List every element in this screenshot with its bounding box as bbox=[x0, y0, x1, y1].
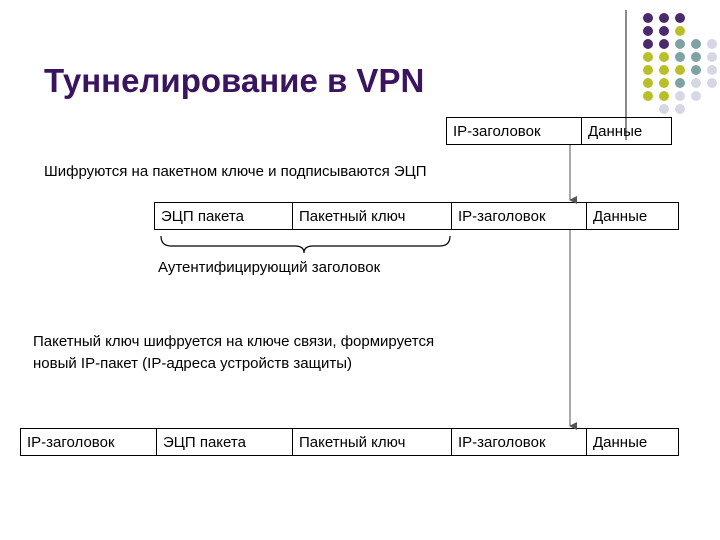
note-tunnel-line1: Пакетный ключ шифруется на ключе связи, … bbox=[33, 333, 435, 350]
brace-label: Аутентифицирующий заголовок bbox=[158, 259, 381, 276]
authentication-brace bbox=[160, 235, 451, 254]
note-tunnel-line2: новый IP-пакет (IP-адреса устройств защи… bbox=[33, 355, 352, 372]
packet-tunnel-data: Данные bbox=[586, 428, 679, 456]
packet-signed: ЭЦП пакета Пакетный ключ IP-заголовок Да… bbox=[154, 202, 679, 230]
packet-original: IP-заголовок Данные bbox=[446, 117, 672, 145]
packet-tunnel: IP-заголовок ЭЦП пакета Пакетный ключ IP… bbox=[20, 428, 679, 456]
note-encrypt: Шифруются на пакетном ключе и подписываю… bbox=[44, 163, 427, 180]
decorative-line bbox=[625, 10, 627, 140]
packet-original-data: Данные bbox=[581, 117, 672, 145]
packet-signed-data: Данные bbox=[586, 202, 679, 230]
slide-title: Туннелирование в VPN bbox=[44, 62, 425, 99]
